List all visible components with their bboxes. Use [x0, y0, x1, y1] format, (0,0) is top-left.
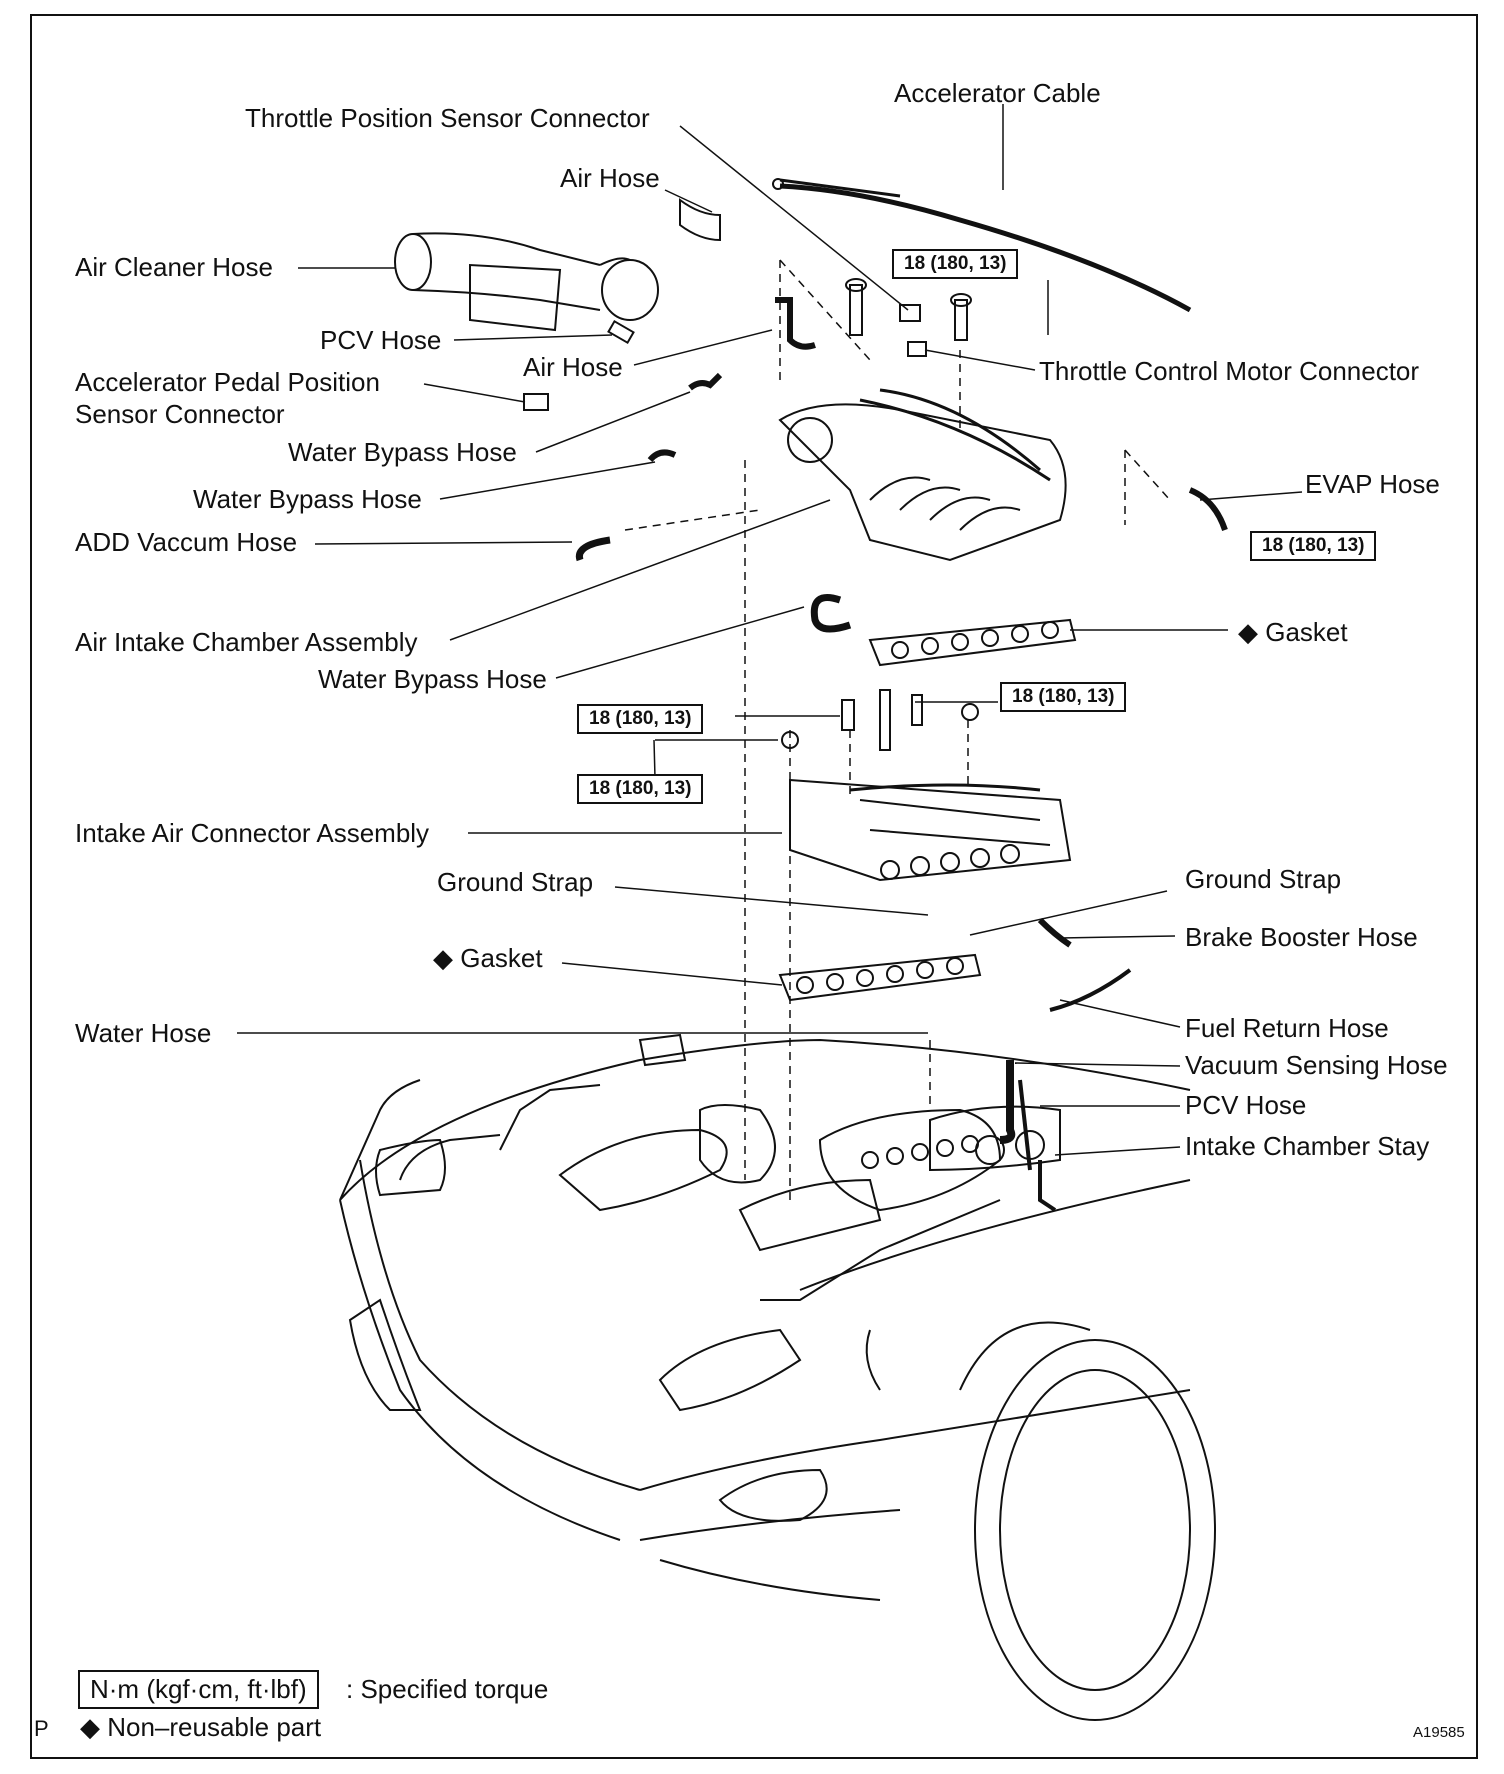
label-air-hose-mid: Air Hose: [523, 352, 623, 382]
figure-id: A19585: [1413, 1724, 1465, 1741]
legend-non-reusable: ◆ Non–reusable part: [80, 1712, 321, 1743]
engine-block: [638, 1033, 1002, 1212]
leader-lines: [237, 104, 1303, 1156]
front-wheel: [959, 1321, 1216, 1721]
air-cleaner-hose-part: [394, 232, 659, 332]
non-reusable-diamond-icon: ◆: [1238, 617, 1258, 647]
label-air-intake-chamber-assembly: Air Intake Chamber Assembly: [75, 627, 418, 657]
label-ground-strap-left: Ground Strap: [437, 867, 594, 897]
label-air-cleaner-hose: Air Cleaner Hose: [75, 252, 273, 282]
car-body: [339, 1038, 1191, 1601]
label-water-bypass-hose-1: Water Bypass Hose: [288, 437, 517, 467]
label-throttle-control-motor-connector: Throttle Control Motor Connector: [1039, 356, 1420, 386]
label-accelerator-pedal-position-sensor-connector: Accelerator Pedal Position Sensor Connec…: [75, 366, 380, 430]
label-pcv-hose-bottom: PCV Hose: [1185, 1090, 1307, 1120]
label-intake-air-connector-assembly: Intake Air Connector Assembly: [75, 818, 430, 848]
air-intake-chamber: [778, 388, 1067, 562]
label-ground-strap-right: Ground Strap: [1185, 864, 1342, 894]
torque-spec-top: 18 (180, 13): [892, 249, 1019, 279]
label-air-hose-top: Air Hose: [560, 163, 660, 193]
accelerator-cable: [772, 178, 1192, 313]
label-gasket-upper: ◆ Gasket: [1238, 617, 1348, 647]
label-intake-chamber-stay: Intake Chamber Stay: [1185, 1131, 1430, 1161]
non-reusable-diamond-icon: ◆: [80, 1712, 100, 1742]
label-accelerator-cable: Accelerator Cable: [894, 78, 1101, 108]
intake-air-connector-part: [789, 778, 1072, 882]
legend-non-reusable-text: Non–reusable part: [107, 1712, 322, 1742]
upper-gasket-part: [868, 618, 1077, 667]
torque-spec-upper-right: 18 (180, 13): [1000, 682, 1127, 712]
label-brake-booster-hose: Brake Booster Hose: [1185, 922, 1418, 952]
label-vacuum-sensing-hose: Vacuum Sensing Hose: [1185, 1050, 1448, 1080]
label-gasket-lower-text: Gasket: [460, 943, 543, 973]
label-water-hose: Water Hose: [75, 1018, 212, 1048]
label-gasket-upper-text: Gasket: [1265, 617, 1348, 647]
label-app-line1: Accelerator Pedal Position: [75, 367, 380, 397]
label-evap-hose: EVAP Hose: [1305, 469, 1440, 499]
diagram-frame: [30, 14, 1478, 1759]
torque-spec-left-upper: 18 (180, 13): [577, 704, 704, 734]
corner-letter: P: [34, 1716, 49, 1741]
legend-torque-unit: N·m (kgf·cm, ft·lbf): [78, 1670, 319, 1709]
label-throttle-position-sensor-connector: Throttle Position Sensor Connector: [245, 103, 650, 133]
label-app-line2: Sensor Connector: [75, 399, 285, 429]
label-add-vaccum-hose: ADD Vaccum Hose: [75, 527, 298, 557]
assembly-guide-lines: [624, 259, 1171, 1200]
label-gasket-lower: ◆ Gasket: [433, 943, 543, 973]
air-hose-top-part: [679, 198, 721, 242]
torque-spec-left-lower: 18 (180, 13): [577, 774, 704, 804]
lower-gasket-part: [778, 953, 982, 1002]
label-water-bypass-hose-2: Water Bypass Hose: [193, 484, 422, 514]
label-fuel-return-hose: Fuel Return Hose: [1185, 1013, 1389, 1043]
legend-torque-meaning: : Specified torque: [346, 1674, 549, 1704]
top-bolts: [845, 278, 972, 341]
non-reusable-diamond-icon: ◆: [433, 943, 453, 973]
label-water-bypass-hose-3: Water Bypass Hose: [318, 664, 547, 694]
label-pcv-hose-top: PCV Hose: [320, 325, 442, 355]
torque-spec-evap: 18 (180, 13): [1250, 531, 1377, 561]
